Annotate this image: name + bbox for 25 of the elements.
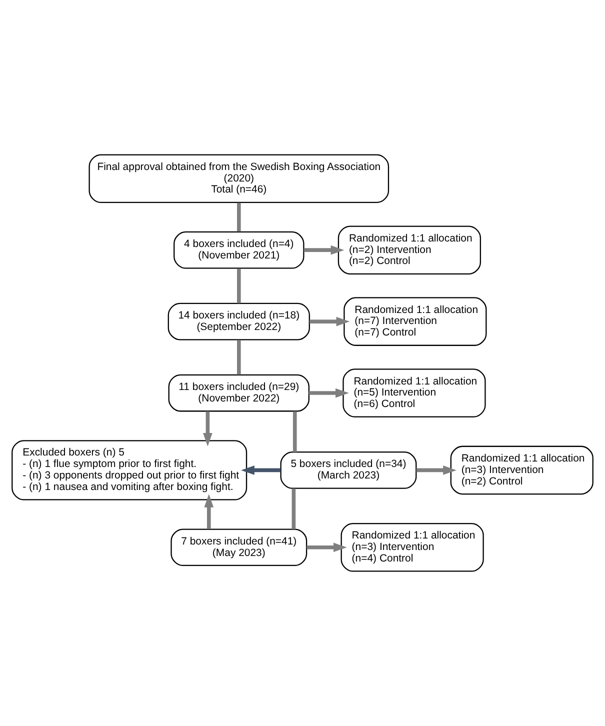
- node-box: Randomized 1:1 allocation (n=2) Intervention (n=2) Control: [338, 226, 481, 274]
- arrow: [308, 388, 349, 398]
- node-box: Excluded boxers (n) 5 - (n) 1 flue symptom prior to first fight. - (n) 3 opponents dropped out prior to first fight - (n) 1 nausea and vomiting after boxing fight.: [12, 440, 248, 500]
- arrow: [416, 466, 456, 475]
- node-box: 11 boxers included (n=29) (November 2022): [168, 374, 310, 412]
- arrow: [310, 316, 350, 326]
- node-box: Randomized 1:1 allocation (n=7) Intervention (n=7) Control: [344, 297, 487, 346]
- connector: [237, 268, 241, 304]
- arrow: [306, 542, 347, 552]
- connector: [237, 202, 241, 232]
- node-box: Randomized 1:1 allocation (n=3) Intervention (n=4) Control: [340, 522, 484, 572]
- arrow: [241, 466, 281, 475]
- node-box: Randomized 1:1 allocation (n=3) Intervention (n=2) Control: [450, 446, 594, 495]
- node-box: 14 boxers included (n=18) (September 2022): [168, 302, 310, 340]
- arrow: [204, 494, 214, 530]
- node-box: Final approval obtained from the Swedish Boxing Association (2020) Total (n=46): [88, 154, 390, 204]
- arrow: [203, 411, 212, 446]
- connector: [237, 340, 241, 375]
- connector: [292, 411, 297, 452]
- arrow: [304, 245, 344, 255]
- node-box: 4 boxers included (n=4) (November 2021): [174, 231, 304, 269]
- node-box: 7 boxers included (n=41) (May 2023): [170, 528, 308, 566]
- connector: [292, 488, 296, 530]
- node-box: Randomized 1:1 allocation (n=5) Intervention (n=6) Control: [342, 368, 486, 418]
- node-box: 5 boxers included (n=34) (March 2023): [280, 452, 417, 489]
